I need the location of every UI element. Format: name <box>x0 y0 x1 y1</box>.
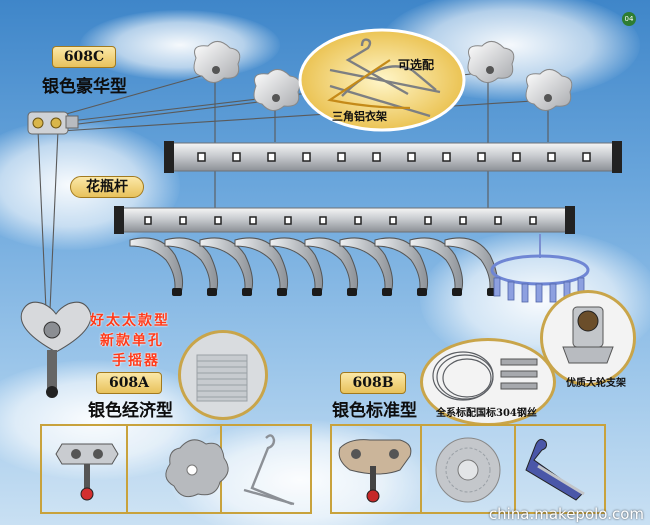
crank-line-3: 手摇器 <box>112 353 160 369</box>
model-code-608c: 608C <box>52 46 116 68</box>
ceiling-mount <box>193 41 241 83</box>
vase-rod-label: 花瓶杆 <box>70 176 144 198</box>
crank-line-2: 新款单孔 <box>100 333 164 349</box>
panel-divider <box>420 424 422 514</box>
economy-parts-images <box>55 434 295 506</box>
panel-divider <box>514 424 516 514</box>
sock-hanger <box>490 234 590 303</box>
model-name-608c: 银色豪华型 <box>42 77 127 97</box>
wheel-bracket-image <box>540 290 636 386</box>
steel-wire-caption: 全系标配国标304钢丝 <box>436 408 537 419</box>
aluminum-profile-image <box>178 330 268 420</box>
optional-tag: 可选配 <box>398 58 435 72</box>
crank-line-1: 好太太款型 <box>90 313 170 329</box>
model-name-608b: 银色标准型 <box>332 401 417 421</box>
standard-parts-images <box>338 437 585 503</box>
site-watermark: china.makepolo.com <box>488 505 644 523</box>
crank-device <box>20 301 92 398</box>
cloud <box>80 10 280 80</box>
optional-caption: 三角铝衣架 <box>332 110 387 123</box>
page-number-badge: 04 <box>622 12 636 26</box>
steel-wire-image <box>420 338 556 426</box>
panel-divider <box>126 424 128 514</box>
model-code-608a: 608A <box>96 372 162 394</box>
model-name-608a: 银色经济型 <box>88 401 173 421</box>
model-code-608b: 608B <box>340 372 406 394</box>
wheel-bracket-caption: 优质大轮支架 <box>566 378 626 389</box>
